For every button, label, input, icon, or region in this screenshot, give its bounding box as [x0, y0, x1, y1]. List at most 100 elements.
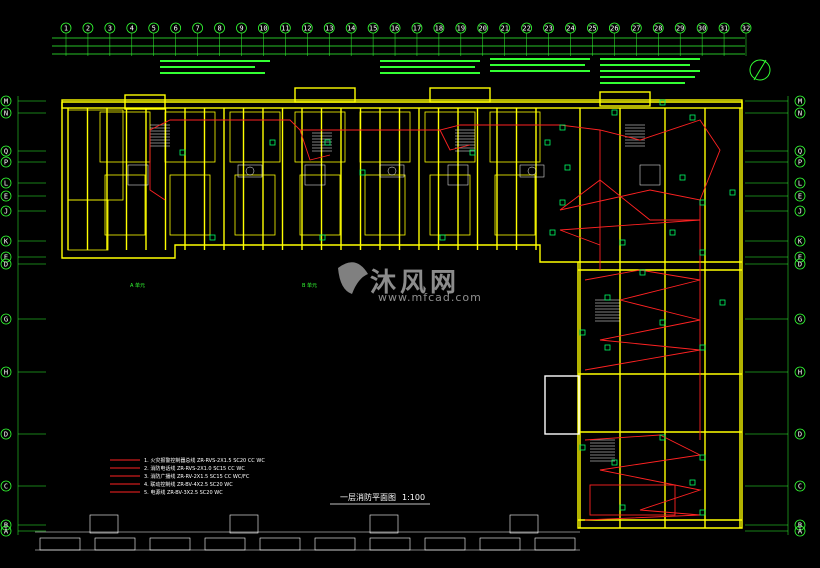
axis-label-top: 32 [742, 25, 750, 33]
axis-bubble-left: P [0, 156, 46, 168]
legend-item: 1. 火灾报警控制器总线 ZR-RVS-2X1.5 SC20 CC WC [144, 457, 265, 464]
drawing-title: 一层消防平面图 [340, 492, 396, 502]
axis-label-top: 18 [435, 25, 443, 33]
axis-bubble-left: H [0, 366, 46, 378]
axis-label-top: 22 [522, 25, 530, 33]
axis-bubble-right: N [745, 107, 806, 119]
axis-bubble-top: 9 [236, 22, 247, 56]
axis-label: M [4, 98, 8, 106]
axis-bubble-top: 7 [192, 22, 204, 56]
axis-bubble-top: 16 [389, 22, 401, 56]
axis-bubble-right: D [745, 428, 806, 440]
axis-bubble-left: B [0, 519, 46, 531]
axis-label-top: 21 [500, 25, 508, 33]
axis-bubble-top: 20 [477, 22, 489, 56]
axis-bubble-left: D [0, 428, 46, 440]
axis-bubble-top: 13 [323, 22, 335, 56]
axis-label: N [798, 110, 802, 118]
axis-bubble-right: E [745, 190, 806, 202]
unit-b-label: B 单元 [302, 282, 317, 289]
axis-label-top: 26 [610, 25, 618, 33]
axis-label: G [4, 316, 8, 324]
axis-label: H [4, 369, 8, 377]
axis-bubble-top: 28 [652, 22, 664, 56]
north-arrow-icon [749, 59, 771, 81]
axis-bubble-top: 15 [367, 22, 379, 56]
axis-bubble-left: K [0, 235, 46, 247]
axis-label: K [798, 238, 803, 246]
axis-label: Q [798, 148, 802, 156]
axis-label: C [798, 483, 802, 491]
axis-label-top: 17 [413, 25, 421, 33]
axis-label: P [4, 159, 8, 167]
axis-bubble-right: Q [745, 145, 806, 157]
axis-bubble-right: H [745, 366, 806, 378]
axis-bubble-right: C [745, 480, 806, 492]
axis-bubble-top: 25 [587, 22, 598, 56]
axis-label-top: 20 [479, 25, 487, 33]
axis-label-top: 9 [239, 25, 243, 33]
axis-label-top: 24 [566, 25, 574, 33]
axis-label: D [798, 261, 802, 269]
axis-bubble-top: 21 [499, 22, 511, 56]
axis-bubble-top: 32 [740, 22, 752, 56]
axis-bubble-top: 3 [104, 22, 116, 56]
axis-label: A [4, 528, 9, 536]
axis-label: G [798, 316, 802, 324]
axis-label-top: 10 [259, 25, 267, 33]
axis-bubble-left: N [0, 107, 46, 119]
axis-bubble-top: 26 [608, 22, 620, 56]
axis-bubble-right: P [745, 156, 806, 168]
axis-label-top: 25 [588, 25, 596, 33]
axis-label-top: 14 [347, 25, 355, 33]
axis-label-top: 2 [86, 25, 90, 33]
drawing-scale: 1:100 [402, 493, 425, 502]
drawing-title-block: 一层消防平面图 1:100 [330, 492, 430, 505]
wiring-legend: 1. 火灾报警控制器总线 ZR-RVS-2X1.5 SC20 CC WC 2. … [110, 457, 265, 496]
top-dimension-lines [52, 37, 745, 55]
axis-bubble-right: B [745, 519, 806, 531]
axis-bubble-right: E [745, 251, 806, 263]
axis-bubble-left: C [0, 480, 46, 492]
axis-label-top: 4 [130, 25, 134, 33]
axis-bubble-right: K [745, 235, 806, 247]
axis-label-top: 1 [64, 25, 68, 33]
axis-bubble-top: 24 [565, 22, 576, 56]
axis-label-top: 27 [632, 25, 640, 33]
axis-label: A [798, 528, 803, 536]
axis-bubble-left: J [0, 205, 46, 217]
axis-label: B [4, 522, 8, 530]
legend-item: 3. 消防广播线 ZR-RV-2X1.5 SC15 CC WC/FC [144, 473, 250, 480]
axis-label-top: 16 [391, 25, 399, 33]
axis-label-top: 19 [457, 25, 465, 33]
axis-bubble-right: L [745, 177, 806, 189]
axis-bubble-top: 19 [455, 22, 467, 56]
axis-bubble-top: 30 [696, 22, 708, 56]
axis-bubble-top: 22 [521, 22, 533, 56]
axis-label-top: 11 [281, 25, 289, 33]
axis-label-top: 8 [217, 25, 221, 33]
axis-label-top: 23 [544, 25, 552, 33]
axis-label-top: 13 [325, 25, 333, 33]
axis-label-top: 28 [654, 25, 662, 33]
axis-bubble-left: A [0, 525, 46, 537]
watermark-url: www.mfcad.com [378, 291, 482, 304]
axis-label: D [798, 431, 802, 439]
axis-bubble-left: D [0, 258, 46, 270]
axis-label-top: 7 [196, 25, 200, 33]
axis-bubble-top: 4 [126, 22, 138, 56]
axis-bubble-top: 12 [301, 22, 313, 56]
axis-bubble-top: 14 [345, 22, 357, 56]
axis-label-top: 5 [152, 25, 156, 33]
axis-bubble-left: L [0, 177, 46, 189]
axis-bubble-left: E [0, 251, 46, 263]
axis-bubble-top: 18 [433, 22, 445, 56]
axis-label: L [4, 180, 8, 188]
axis-label: Q [4, 148, 8, 156]
axis-label: B [798, 522, 802, 530]
axis-label: D [4, 261, 8, 269]
axis-label-top: 31 [720, 25, 728, 33]
axis-label: K [4, 238, 9, 246]
axis-label: H [798, 369, 802, 377]
